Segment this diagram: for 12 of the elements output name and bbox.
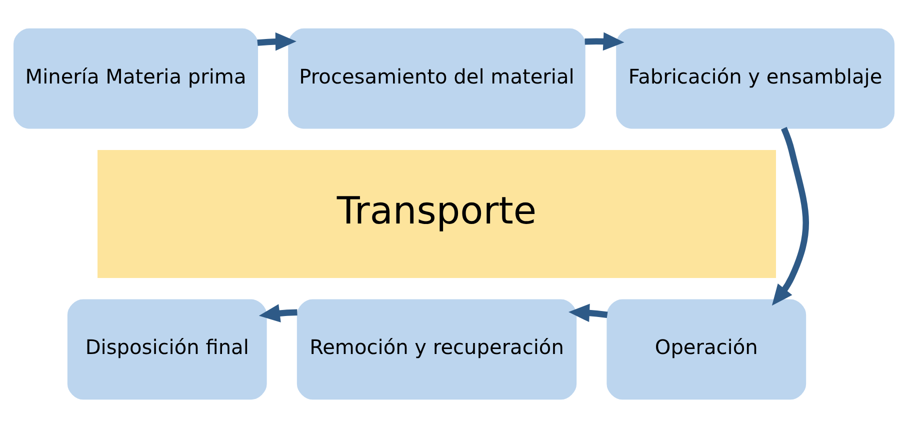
node-box: Minería Materia prima: [13, 28, 258, 128]
node-box: Transporte: [98, 150, 776, 278]
arrow: [584, 32, 624, 50]
node-box: Fabricación y ensamblaje: [616, 28, 895, 128]
arrow: [257, 32, 296, 50]
node-box: Procesamiento del material: [288, 28, 586, 128]
arrow: [258, 304, 298, 322]
node-box: Remoción y recuperación: [296, 298, 577, 400]
arrow: [772, 126, 809, 306]
node-box: Operación: [606, 298, 806, 400]
node-box: Disposición final: [67, 298, 267, 400]
arrow: [568, 303, 608, 322]
